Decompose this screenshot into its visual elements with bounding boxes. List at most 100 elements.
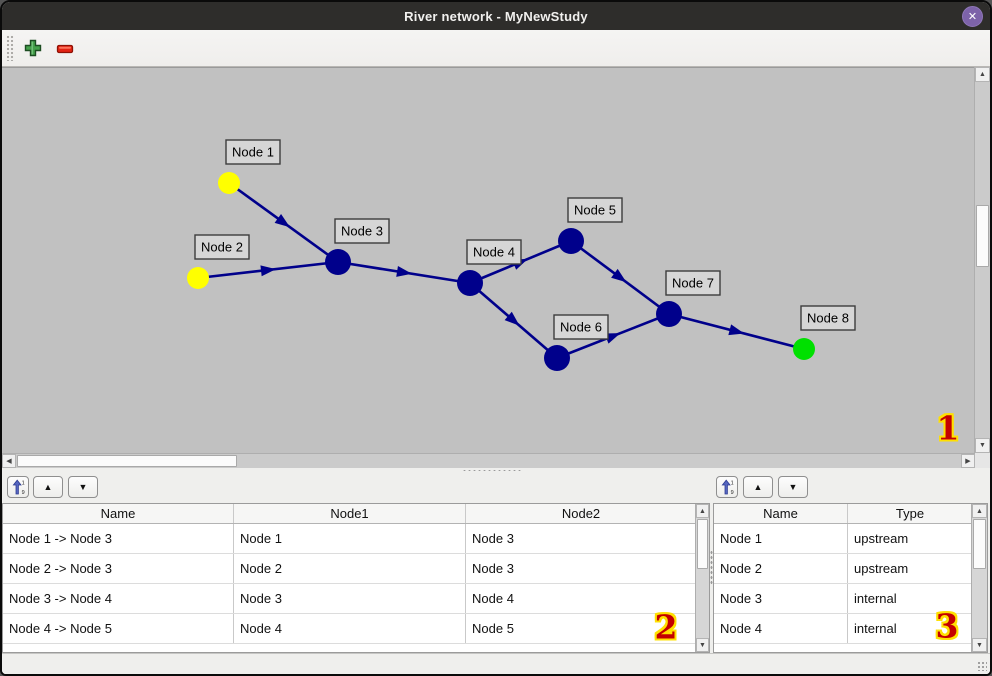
vertical-splitter-handle[interactable]: [710, 550, 713, 584]
table-cell[interactable]: Node 3: [466, 554, 697, 583]
scroll-down-button[interactable]: ▼: [972, 638, 987, 652]
scroll-up-button[interactable]: ▲: [972, 504, 987, 518]
reaches-scroll-thumb[interactable]: [697, 519, 708, 569]
table-cell[interactable]: internal: [848, 584, 973, 613]
column-header[interactable]: Node1: [234, 504, 466, 523]
table-cell[interactable]: Node 1: [234, 524, 466, 553]
edge-arrowhead-icon: [728, 324, 745, 336]
table-cell[interactable]: Node 3 -> Node 4: [3, 584, 234, 613]
table-cell[interactable]: Node 4 -> Node 5: [3, 614, 234, 643]
canvas-hscrollbar[interactable]: ◀ ▶: [2, 453, 975, 468]
node-circle[interactable]: [187, 267, 209, 289]
node-label-box[interactable]: [194, 234, 250, 260]
main-toolbar: [2, 30, 990, 67]
table-cell[interactable]: Node 2: [714, 554, 848, 583]
node-circle[interactable]: [457, 270, 483, 296]
reaches-scrollbar[interactable]: ▲▼: [695, 504, 709, 652]
nodes-scroll-thumb[interactable]: [973, 519, 986, 569]
node-circle[interactable]: [558, 228, 584, 254]
table-cell[interactable]: Node 4: [466, 584, 697, 613]
close-icon: ✕: [967, 11, 978, 23]
table-cell[interactable]: Node 3: [466, 524, 697, 553]
column-header[interactable]: Name: [3, 504, 234, 523]
nodes-move-down-button[interactable]: ▼: [778, 476, 808, 498]
remove-button[interactable]: [52, 35, 78, 61]
title-bar[interactable]: River network - MyNewStudy ✕: [2, 2, 990, 30]
reaches-move-down-button[interactable]: ▼: [68, 476, 98, 498]
minus-icon: [56, 44, 74, 54]
svg-text:1: 1: [22, 481, 25, 487]
table-cell[interactable]: Node 4: [714, 614, 848, 643]
table-cell[interactable]: Node 4: [234, 614, 466, 643]
reaches-sort-button[interactable]: 1 9: [7, 476, 29, 498]
canvas-vscroll-thumb[interactable]: [976, 205, 989, 267]
nodes-sort-button[interactable]: 1 9: [716, 476, 738, 498]
table-cell[interactable]: Node 2: [234, 554, 466, 583]
node-circle[interactable]: [325, 249, 351, 275]
table-cell[interactable]: Node 3: [714, 584, 848, 613]
window-title: River network - MyNewStudy: [404, 8, 588, 24]
edge-arrowhead-icon: [396, 265, 412, 277]
canvas-vscrollbar[interactable]: ▲ ▼: [974, 67, 990, 453]
close-button[interactable]: ✕: [962, 6, 983, 27]
node-circle[interactable]: [218, 172, 240, 194]
node-label-box[interactable]: [466, 239, 522, 265]
horizontal-splitter-handle[interactable]: [462, 469, 522, 472]
node-label-box[interactable]: [665, 270, 721, 296]
triangle-up-icon: ▲: [43, 482, 53, 492]
arrow-down-icon: ▼: [979, 442, 986, 449]
scrollbar-corner: [975, 453, 990, 468]
node-label-box[interactable]: [225, 139, 281, 165]
node-label-box[interactable]: [334, 218, 390, 244]
scroll-up-button[interactable]: ▲: [696, 504, 709, 518]
arrow-down-icon: ▼: [699, 641, 706, 649]
table-cell[interactable]: Node 1: [714, 524, 848, 553]
table-cell[interactable]: Node 5: [466, 614, 697, 643]
add-button[interactable]: [20, 35, 46, 61]
node-circle[interactable]: [793, 338, 815, 360]
arrow-right-icon: ▶: [965, 458, 971, 465]
column-header[interactable]: Node2: [466, 504, 697, 523]
node-label-box[interactable]: [800, 305, 856, 331]
table-cell[interactable]: internal: [848, 614, 973, 643]
resize-grip[interactable]: [977, 661, 987, 671]
column-header[interactable]: Type: [848, 504, 973, 523]
nodes-move-up-button[interactable]: ▲: [743, 476, 773, 498]
node-circle[interactable]: [544, 345, 570, 371]
triangle-down-icon: ▼: [78, 482, 88, 492]
edge-arrowhead-icon: [611, 268, 627, 283]
scroll-left-button[interactable]: ◀: [2, 454, 16, 468]
table-cell[interactable]: Node 3: [234, 584, 466, 613]
node-circle[interactable]: [656, 301, 682, 327]
scroll-right-button[interactable]: ▶: [961, 454, 975, 468]
arrow-left-icon: ◀: [6, 458, 12, 465]
table-cell[interactable]: upstream: [848, 524, 973, 553]
table-cell[interactable]: upstream: [848, 554, 973, 583]
scroll-down-button[interactable]: ▼: [975, 438, 990, 453]
table-cell[interactable]: Node 2 -> Node 3: [3, 554, 234, 583]
node-label-box[interactable]: [553, 314, 609, 340]
nodes-scrollbar[interactable]: ▲▼: [971, 504, 987, 652]
column-header[interactable]: Name: [714, 504, 848, 523]
canvas-hscroll-thumb[interactable]: [17, 455, 237, 467]
node-label-box[interactable]: [567, 197, 623, 223]
scroll-up-button[interactable]: ▲: [975, 67, 990, 82]
scroll-down-button[interactable]: ▼: [696, 638, 709, 652]
toolbar-drag-handle[interactable]: [6, 35, 14, 61]
arrow-up-icon: ▲: [976, 507, 983, 515]
reaches-move-up-button[interactable]: ▲: [33, 476, 63, 498]
table-cell[interactable]: Node 1 -> Node 3: [3, 524, 234, 553]
svg-text:1: 1: [731, 481, 734, 487]
